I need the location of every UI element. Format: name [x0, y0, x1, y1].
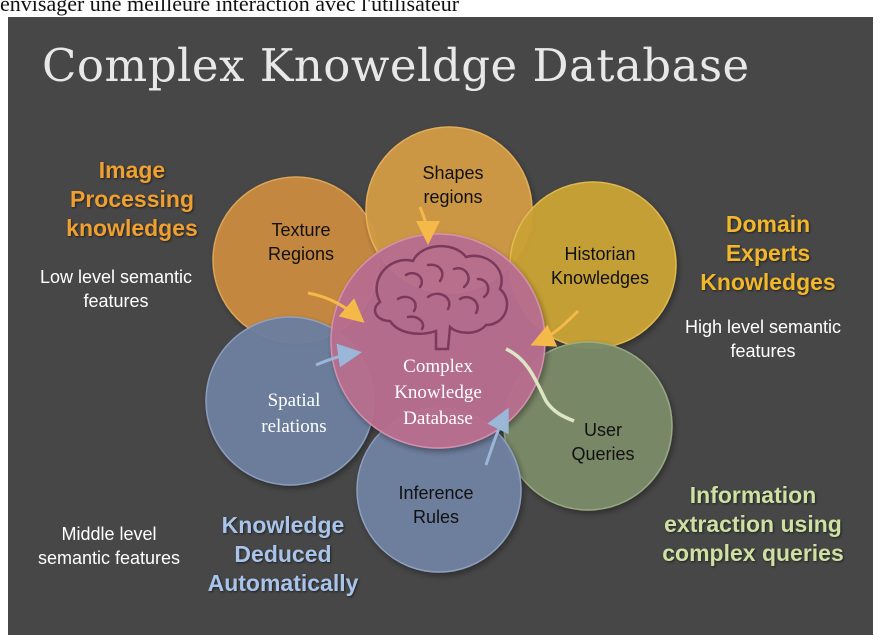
slide-title: Complex Knoweldge Database	[42, 39, 750, 92]
knowledge-deduced-heading: Knowledge Deduced Automatically	[207, 512, 359, 596]
arrow-spatial	[315, 343, 362, 368]
image-processing-heading: Image Processing knowledges	[66, 157, 198, 241]
slide: Complex Knoweldge Database	[8, 17, 873, 635]
domain-experts-heading: Domain Experts Knowledges	[700, 211, 836, 295]
venn-diagram	[205, 126, 677, 573]
arrow-shapes	[415, 206, 440, 245]
top-caption: envisager une meilleure interaction avec…	[0, 0, 460, 16]
high-level-features-label: High level semantic features	[684, 317, 842, 361]
information-extraction-heading: Information extraction using complex que…	[662, 482, 844, 566]
low-level-features-label: Low level semantic features	[39, 267, 193, 311]
middle-level-features-label: Middle level semantic features	[37, 524, 181, 568]
brain-icon	[373, 244, 509, 351]
arrow-inference	[484, 407, 509, 466]
arrow-historian	[530, 309, 580, 347]
arrow-user	[505, 347, 575, 423]
arrow-texture	[307, 291, 365, 323]
